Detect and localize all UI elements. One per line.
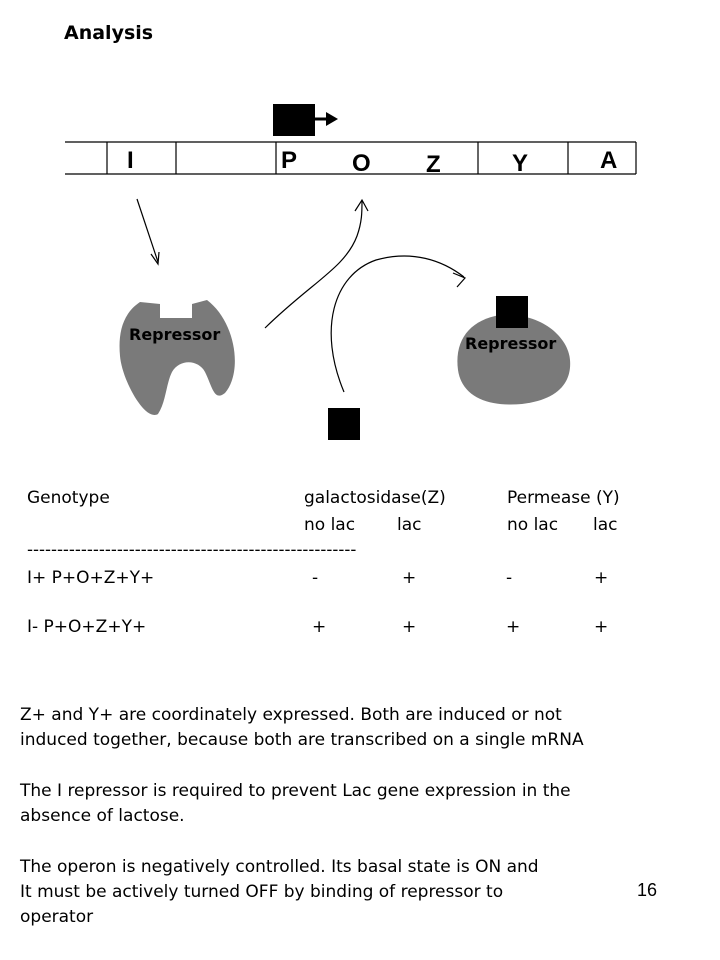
repressor-to-operator-arrow [264,200,363,329]
table-header-permease: Permease (Y) [507,488,620,508]
table-row-2-genotype: I- P+O+Z+Y+ [27,617,147,637]
repressor-left-shape [119,300,235,415]
gene-label-z: Z [426,151,441,178]
i-to-repressor-arrow [136,198,159,263]
repressor-right-shape [457,314,571,405]
table-divider: ----------------------------------------… [27,540,357,559]
table-subheader-z-nolac: no lac [304,515,356,535]
paragraph-coordinate-expression: Z+ and Y+ are coordinately expressed. Bo… [20,703,720,753]
lac-operon-diagram: I P O Z Y A Repressor Repressor [65,104,637,440]
slide-title: Analysis [64,22,154,44]
paragraph-1-line-2: induced together, because both are trans… [20,730,584,750]
table-subheader-y-lac: lac [593,515,618,535]
table-row-2-y-nolac: + [506,617,521,637]
table-row-1-z-nolac: - [312,568,319,588]
table-header-genotype: Genotype [27,488,110,508]
table-row-2-y-lac: + [594,617,609,637]
gene-label-o: O [352,150,371,177]
gene-label-a: A [600,147,617,174]
bound-inducer-square [496,296,528,328]
inducer-to-repressor-arrow [330,255,465,393]
gene-label-y: Y [512,150,528,177]
paragraph-2-line-1: The I repressor is required to prevent L… [20,781,571,801]
table-row-2-z-nolac: + [312,617,327,637]
paragraph-3-line-1: The operon is negatively controlled. Its… [20,857,539,877]
page-number: 16 [637,880,658,900]
gene-label-p: P [281,147,297,174]
paragraph-2-line-2: absence of lactose. [20,806,185,826]
paragraph-1-line-1: Z+ and Y+ are coordinately expressed. Bo… [20,705,562,725]
table-header-galactosidase: galactosidase(Z) [304,488,446,508]
repressor-right-label: Repressor [465,334,556,353]
paragraph-3-line-3: operator [20,907,94,927]
table-row-1-y-nolac: - [506,568,513,588]
table-subheader-y-nolac: no lac [507,515,559,535]
table-row-1-genotype: I+ P+O+Z+Y+ [27,568,155,588]
table-row-1-z-lac: + [402,568,417,588]
inducer-square [328,408,360,440]
table-row-1-y-lac: + [594,568,609,588]
repressor-left-label: Repressor [129,325,220,344]
transcription-arrowhead [326,112,338,126]
table-subheader-z-lac: lac [397,515,422,535]
operon-strip [65,141,637,175]
promoter-block [273,104,315,136]
table-row-2-z-lac: + [402,617,417,637]
paragraph-repressor-requirement: The I repressor is required to prevent L… [20,779,720,829]
gene-label-i: I [127,147,134,174]
paragraph-negative-control: The operon is negatively controlled. Its… [20,855,720,930]
paragraph-3-line-2: It must be actively turned OFF by bindin… [20,882,504,902]
